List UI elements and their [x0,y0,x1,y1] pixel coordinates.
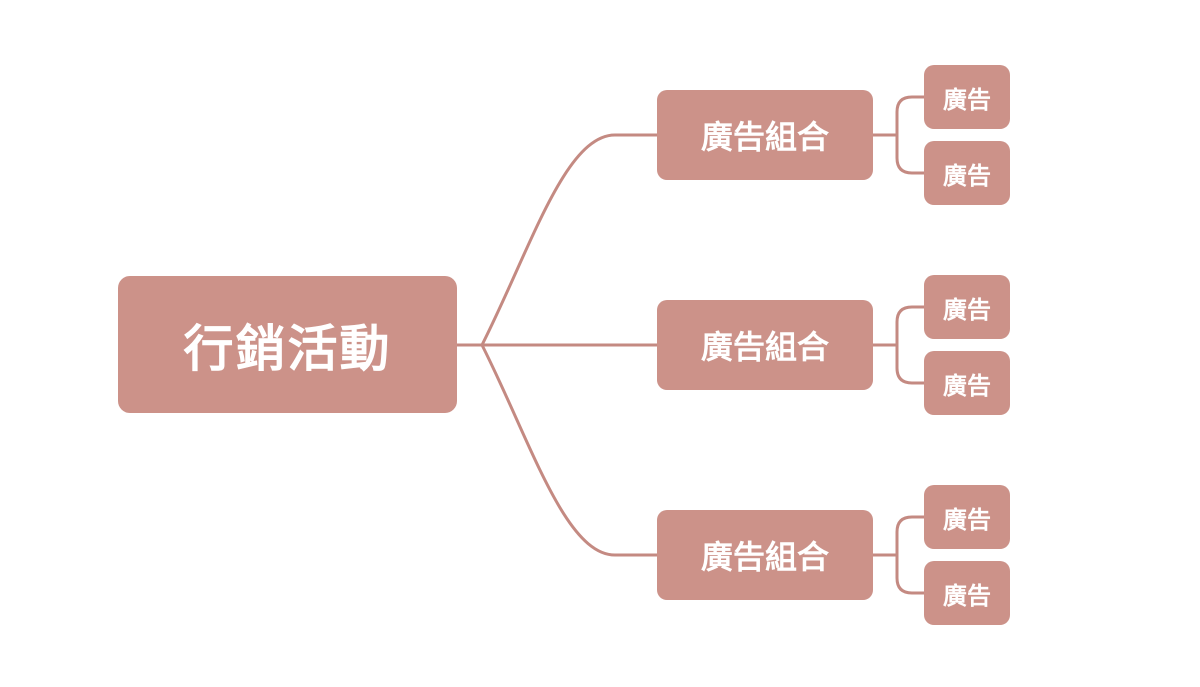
root-node-marketing-campaign[interactable]: 行銷活動 [118,276,457,413]
connector-group-1-leaf-2 [895,135,924,175]
connector-root-group-3 [457,343,657,557]
connector-root-group-1 [457,133,657,347]
leaf-node-ad-2-1[interactable]: 廣告 [924,275,1010,339]
leaf-node-ad-3-1[interactable]: 廣告 [924,485,1010,549]
connector-group-3-leaf-1 [873,515,924,557]
connector-group-1-leaf-1 [873,95,924,137]
connector-group-2-leaf-1 [873,305,924,347]
group-node-ad-set-2[interactable]: 廣告組合 [657,300,873,390]
leaf-node-ad-1-2[interactable]: 廣告 [924,141,1010,205]
connector-group-2-leaf-2 [895,345,924,385]
leaf-node-ad-2-2[interactable]: 廣告 [924,351,1010,415]
connector-group-3-leaf-2 [895,555,924,595]
leaf-node-ad-1-1[interactable]: 廣告 [924,65,1010,129]
group-node-ad-set-1[interactable]: 廣告組合 [657,90,873,180]
group-node-ad-set-3[interactable]: 廣告組合 [657,510,873,600]
leaf-node-ad-3-2[interactable]: 廣告 [924,561,1010,625]
